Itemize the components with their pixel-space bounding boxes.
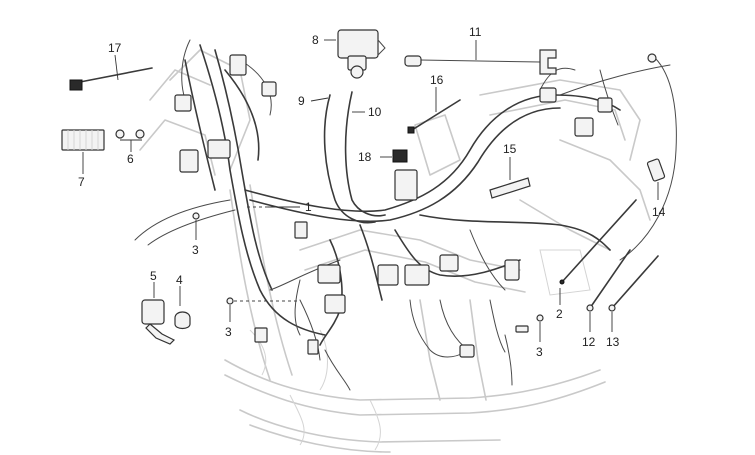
callout-14: 14 [652, 205, 666, 219]
cable-tie-part-17 [69, 67, 153, 91]
callout-5: 5 [150, 269, 157, 283]
bracket-part-15 [489, 177, 531, 199]
cable-tie-part-2 [559, 199, 637, 285]
callout-3-middle: 3 [225, 325, 232, 339]
ignition-switch-part [337, 29, 386, 79]
sensor-cable-part [404, 49, 657, 75]
scooter-frame [139, 49, 651, 453]
callout-6: 6 [127, 152, 134, 166]
cable-tie-part-16 [407, 99, 461, 134]
nut-parts [115, 129, 145, 139]
cable-tie-part-12 [586, 249, 631, 312]
callout-2: 2 [556, 307, 563, 321]
callout-18: 18 [358, 150, 372, 164]
callout-3-upper: 3 [192, 243, 199, 257]
callout-labels: 17 6 7 8 9 10 18 11 16 15 14 1 2 12 13 3… [78, 25, 666, 359]
cable-tie-part-13 [608, 255, 659, 312]
callout-13: 13 [606, 335, 620, 349]
connector-part-14 [646, 158, 666, 182]
callout-17: 17 [108, 41, 122, 55]
callout-4: 4 [176, 273, 183, 287]
fuse-box-part [61, 129, 105, 151]
grommet-part-4 [174, 311, 191, 330]
callout-1: 1 [305, 200, 312, 214]
callout-11: 11 [469, 25, 482, 39]
relay-part-5 [141, 299, 176, 345]
leader-lines [82, 39, 659, 342]
callout-9: 9 [298, 94, 305, 108]
callout-7: 7 [78, 175, 85, 189]
callout-16: 16 [430, 73, 444, 87]
callout-8: 8 [312, 33, 319, 47]
pad-part-18 [392, 149, 408, 163]
callout-3-right: 3 [536, 345, 543, 359]
harness-connectors [174, 54, 613, 358]
callout-12: 12 [582, 335, 596, 349]
callout-15: 15 [503, 142, 517, 156]
bolt-parts-3 [192, 212, 544, 333]
callout-10: 10 [368, 105, 382, 119]
